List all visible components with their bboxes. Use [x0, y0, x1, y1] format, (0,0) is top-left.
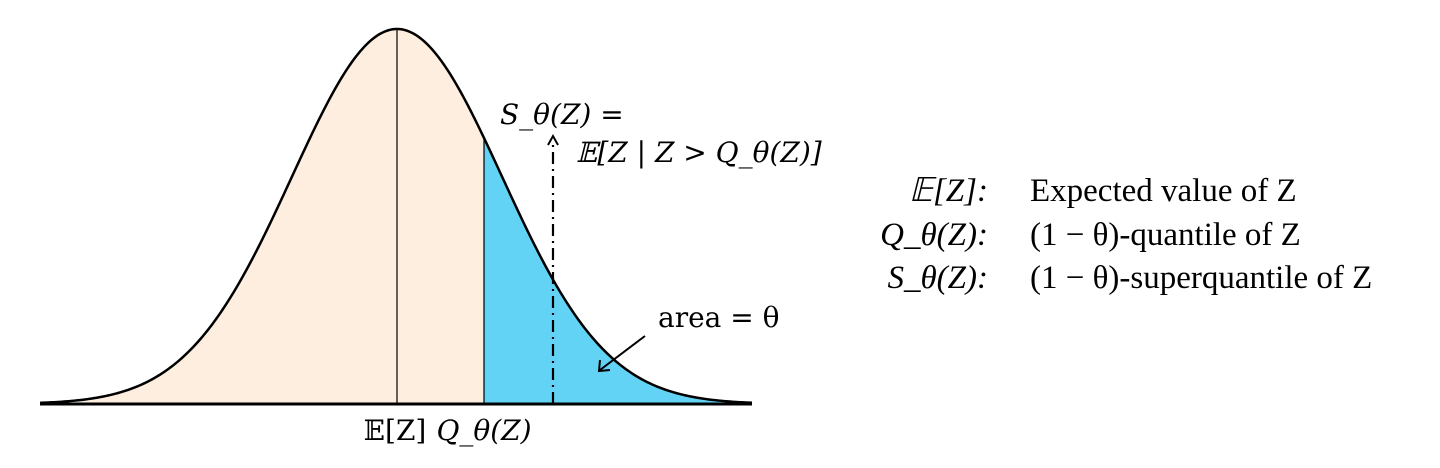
density-curve	[39, 27, 753, 405]
area-theta-label: area = θ	[658, 301, 779, 334]
legend-symbol-quantile: Q_θ(Z):	[880, 217, 988, 253]
superquantile-label-line2: 𝔼[Z | Z > Q_θ(Z)]	[576, 136, 822, 169]
legend-symbol-mean: 𝔼[Z]:	[909, 173, 988, 209]
legend-table: 𝔼[Z]: Expected value of Z Q_θ(Z): (1 − θ…	[880, 173, 1372, 296]
area-pointer-arrowhead	[597, 359, 611, 373]
legend-desc-mean: Expected value of Z	[1030, 173, 1297, 209]
mean-label: 𝔼[Z]	[364, 414, 427, 447]
superquantile-arrowhead	[547, 133, 559, 146]
superquantile-label-line1: S_θ(Z) =	[500, 98, 624, 131]
legend-symbol-superquantile: S_θ(Z):	[887, 260, 988, 296]
distribution-body-area	[40, 29, 484, 405]
quantile-label: Q_θ(Z)	[436, 414, 531, 447]
tail-area-theta	[484, 137, 752, 404]
legend-desc-quantile: (1 − θ)-quantile of Z	[1030, 217, 1301, 253]
legend-desc-superquantile: (1 − θ)-superquantile of Z	[1030, 260, 1372, 296]
area-pointer-arrow	[599, 335, 646, 371]
